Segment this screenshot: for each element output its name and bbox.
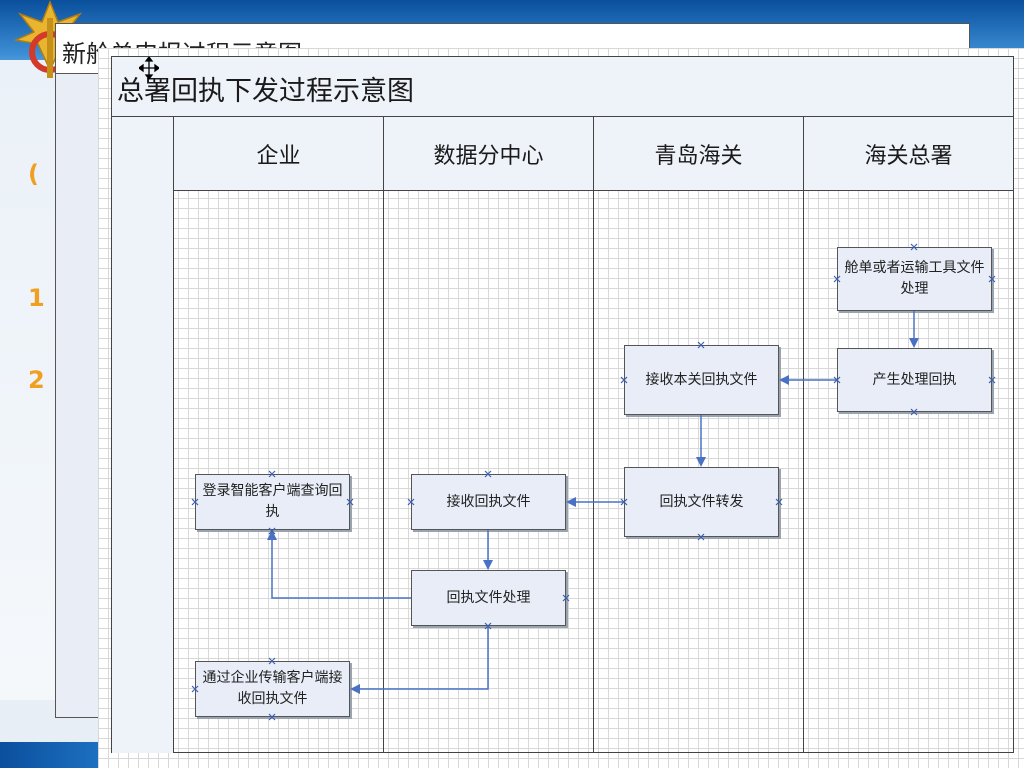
lane-header-enterprise: 企业 — [174, 117, 384, 191]
background-marker: 2 — [28, 366, 45, 394]
lane-header-data-center: 数据分中心 — [384, 117, 594, 191]
swimlane-diagram: 总署回执下发过程示意图 企业 数据分中心 青岛海关 海关总署 — [111, 56, 1014, 753]
node-login-query[interactable]: 登录智能客户端查询回执 — [195, 474, 350, 530]
diagram-left-column — [112, 117, 174, 753]
back-window-left-column — [56, 74, 101, 717]
background-marker: ( — [28, 160, 39, 188]
node-generate-receipt[interactable]: 产生处理回执 — [837, 348, 992, 412]
node-process-receipt[interactable]: 回执文件处理 — [411, 570, 566, 626]
lane-header-qingdao-customs: 青岛海关 — [594, 117, 804, 191]
node-manifest-processing[interactable]: 舱单或者运输工具文件处理 — [837, 247, 992, 311]
node-receive-local-receipt[interactable]: 接收本关回执文件 — [624, 345, 779, 415]
lane-enterprise — [174, 191, 384, 753]
background-bottom-bar — [0, 742, 110, 768]
node-enterprise-receive[interactable]: 通过企业传输客户端接收回执文件 — [195, 661, 350, 717]
move-cursor-icon — [139, 57, 159, 79]
lane-header-customs-headquarters: 海关总署 — [804, 117, 1013, 191]
node-receive-receipt[interactable]: 接收回执文件 — [411, 474, 566, 530]
lane-data-center — [384, 191, 594, 753]
background-marker: 1 — [28, 284, 45, 312]
lane-qingdao-customs — [594, 191, 804, 753]
node-forward-receipt[interactable]: 回执文件转发 — [624, 467, 779, 537]
diagram-title: 总署回执下发过程示意图 — [112, 57, 1013, 117]
